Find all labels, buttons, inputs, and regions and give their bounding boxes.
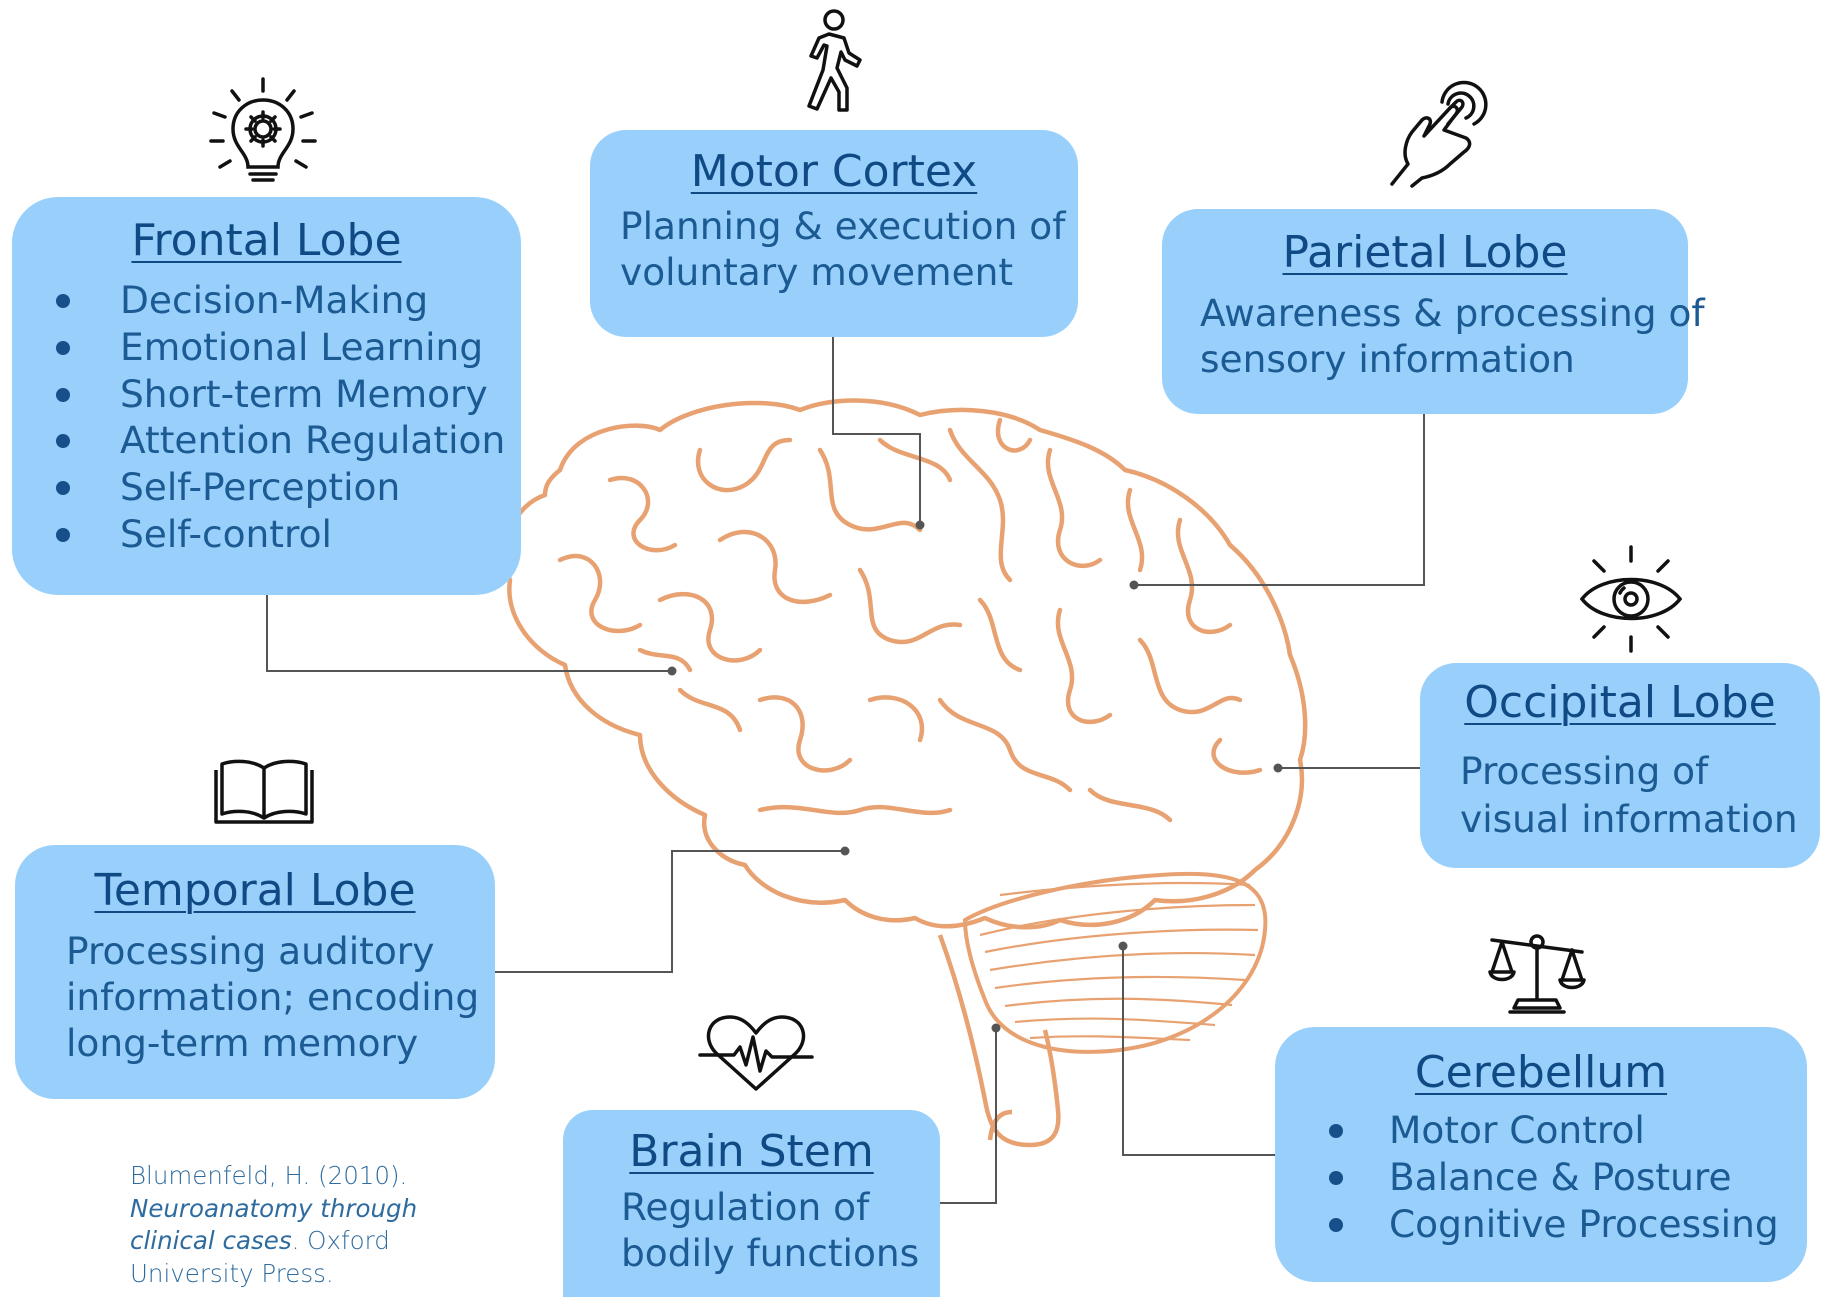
temporal-lobe-title: Temporal Lobe: [94, 865, 416, 916]
motor-cortex-title: Motor Cortex: [690, 146, 978, 197]
citation: Blumenfeld, H. (2010). Neuroanatomy thro…: [130, 1161, 418, 1288]
frontal-lobe-box: Frontal Lobe Decision-Making Emotional L…: [12, 197, 521, 595]
list-item: Self-control: [56, 511, 505, 558]
parietal-lobe-title: Parietal Lobe: [1282, 227, 1568, 278]
lightbulb-gear-icon: [209, 77, 317, 182]
cerebellum-drawing: [962, 871, 1268, 1054]
occipital-lobe-title: Occipital Lobe: [1464, 677, 1776, 728]
list-item: Cognitive Processing: [1329, 1201, 1779, 1248]
connector-endpoints: [667, 520, 1283, 1033]
occipital-lobe-description: Processing of visual information: [1460, 749, 1798, 841]
motor-cortex-description: Planning & execution of voluntary moveme…: [620, 204, 1066, 294]
brain-stem-box: Brain Stem Regulation of bodily function…: [563, 1110, 940, 1297]
connector-brainstem: [939, 1028, 997, 1204]
parietal-lobe-box: Parietal Lobe Awareness & processing of …: [1162, 209, 1705, 414]
eye-icon: [1579, 545, 1683, 653]
cerebellum-box: Cerebellum Motor Control Balance & Postu…: [1275, 1027, 1807, 1282]
temporal-lobe-description: Processing auditory information; encodin…: [66, 929, 480, 1065]
walking-person-icon: [807, 9, 862, 112]
frontal-lobe-list: Decision-Making Emotional Learning Short…: [56, 277, 505, 558]
open-book-icon: [214, 759, 314, 824]
parietal-lobe-description: Awareness & processing of sensory inform…: [1200, 291, 1705, 381]
connector-motor: [832, 337, 921, 525]
brain-drawing: [502, 398, 1308, 930]
brainstem-drawing: [937, 934, 1061, 1148]
list-item: Balance & Posture: [1329, 1154, 1779, 1201]
occipital-lobe-box: Occipital Lobe Processing of visual info…: [1420, 663, 1820, 868]
connector-parietal: [1134, 414, 1425, 586]
cerebellum-list: Motor Control Balance & Posture Cognitiv…: [1329, 1107, 1779, 1248]
list-item: Decision-Making: [56, 277, 505, 324]
list-item: Attention Regulation: [56, 417, 505, 464]
motor-cortex-box: Motor Cortex Planning & execution of vol…: [590, 130, 1078, 337]
balance-scale-icon: [1488, 934, 1586, 1014]
cerebellum-title: Cerebellum: [1414, 1047, 1668, 1098]
heartbeat-icon: [698, 1015, 814, 1091]
brain-stem-description: Regulation of bodily functions: [621, 1185, 920, 1275]
connector-frontal: [266, 595, 672, 672]
connector-lines: [266, 337, 1425, 1204]
list-item: Self-Perception: [56, 464, 505, 511]
list-item: Emotional Learning: [56, 324, 505, 371]
brain-stem-title: Brain Stem: [629, 1126, 874, 1177]
list-item: Motor Control: [1329, 1107, 1779, 1154]
temporal-lobe-box: Temporal Lobe Processing auditory inform…: [15, 845, 495, 1099]
list-item: Short-term Memory: [56, 371, 505, 418]
frontal-lobe-title: Frontal Lobe: [131, 215, 402, 266]
hand-touch-icon: [1390, 80, 1488, 188]
connector-cerebellum: [1122, 946, 1275, 1156]
connector-temporal: [495, 850, 845, 973]
